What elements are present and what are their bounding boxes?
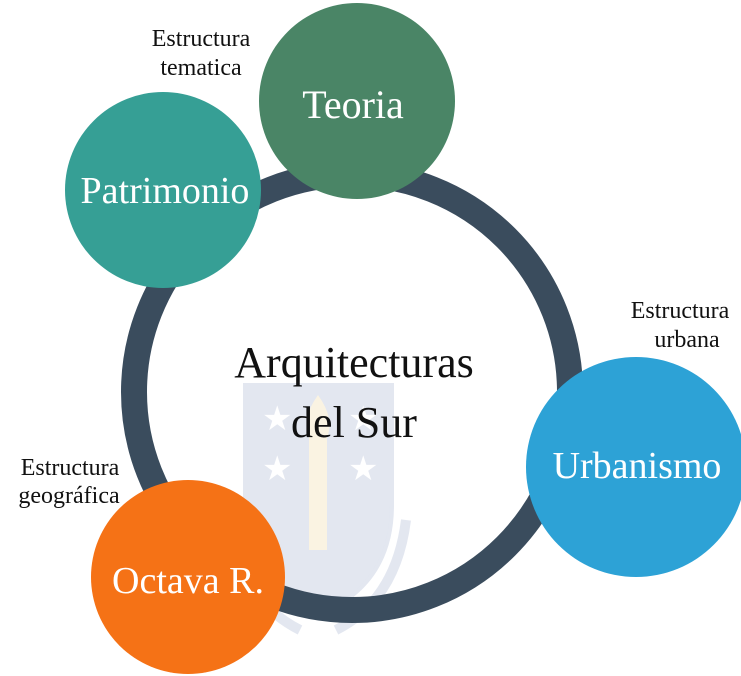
node-urbanismo: Urbanismo: [526, 357, 741, 577]
annotation-geografica-line-2: geográfica: [18, 483, 120, 509]
node-patrimonio-circle: [65, 92, 261, 288]
node-urbanismo-circle: [526, 357, 741, 577]
annotation-urbana-line-2: urbana: [654, 327, 720, 353]
annotation-tematica-line-2: tematica: [160, 55, 242, 81]
center-title-line-1: Arquitecturas: [234, 338, 473, 387]
annotation-tematica-line-1: Estructura: [152, 26, 251, 52]
seal-star-bottom-left: ★: [262, 451, 292, 488]
annotation-geografica-line-1: Estructura: [21, 455, 120, 481]
seal-star-right: ★: [348, 401, 378, 438]
node-octava: Octava R.: [91, 480, 285, 674]
annotation-urbana-line-1: Estructura: [631, 298, 730, 324]
node-patrimonio: Patrimonio: [65, 92, 261, 288]
node-teoria-label: Teoria: [302, 82, 404, 127]
node-teoria-circle: [259, 3, 455, 199]
seal-star-left: ★: [262, 401, 292, 438]
seal-torch-flame: [306, 395, 330, 440]
node-octava-circle: [91, 480, 285, 674]
seal-star-bottom-right: ★: [348, 451, 378, 488]
seal-torch-handle: [309, 430, 327, 550]
node-octava-label: Octava R.: [112, 560, 264, 602]
center-title-line-2: del Sur: [291, 398, 417, 447]
node-patrimonio-label: Patrimonio: [81, 170, 250, 212]
node-urbanismo-label: Urbanismo: [553, 445, 722, 487]
node-teoria: Teoria: [259, 3, 455, 199]
